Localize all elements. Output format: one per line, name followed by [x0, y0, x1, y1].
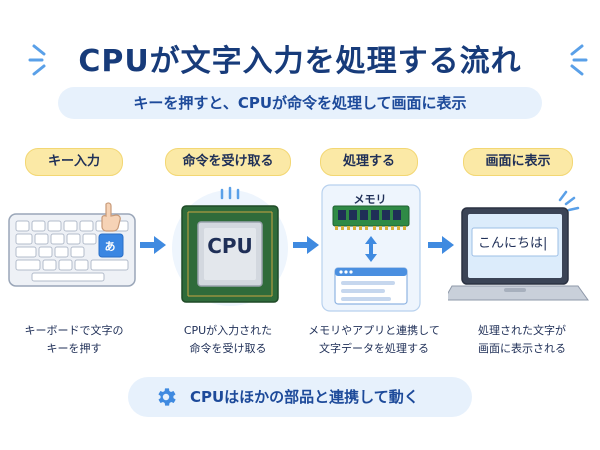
step-label-process: 処理する: [320, 148, 418, 176]
subtitle-banner: キーを押すと、CPUが命令を処理して画面に表示: [58, 87, 542, 119]
process-panel: [321, 184, 421, 312]
step-desc-key-input: キーボードで文字の キーを押す: [4, 322, 144, 358]
sparkle-left-icon: [28, 44, 46, 76]
step-label-receive-command: 命令を受け取る: [165, 148, 291, 176]
flow-arrow-1: [140, 236, 166, 254]
step-desc-receive-command: CPUが入力された 命令を受け取る: [158, 322, 298, 358]
sparkle-right-icon: [570, 44, 588, 76]
step-label-display: 画面に表示: [463, 148, 573, 176]
page-title: CPUが文字入力を処理する流れ: [78, 44, 522, 79]
step-desc-line: 命令を受け取る: [189, 342, 267, 355]
step-desc-line: キーを押す: [46, 342, 102, 355]
step-label-key-input: キー入力: [25, 148, 123, 176]
step-desc-process: メモリやアプリと連携して 文字データを処理する: [300, 322, 448, 358]
gear-icon: [158, 388, 176, 406]
step-desc-line: キーボードで文字の: [24, 324, 124, 337]
step-desc-line: 処理された文字が: [478, 324, 566, 337]
footer-text: CPUはほかの部品と連携して動く: [190, 388, 419, 406]
screen-typed-text: こんにちは|: [478, 236, 548, 251]
finger-pointer-icon: [101, 202, 121, 232]
step-desc-line: 文字データを処理する: [319, 342, 429, 355]
cpu-chip-illustration: [172, 186, 288, 306]
cpu-chip-label: CPU: [207, 234, 253, 258]
flow-arrow-2: [293, 236, 319, 254]
step-desc-line: メモリやアプリと連携して: [308, 324, 440, 337]
memory-label: メモリ: [353, 193, 387, 206]
flow-arrow-3: [428, 236, 454, 254]
keyboard-key-a: あ: [104, 240, 116, 253]
step-desc-line: 画面に表示される: [478, 342, 566, 355]
keyboard-illustration: [8, 213, 136, 287]
laptop-illustration: [448, 190, 589, 301]
step-desc-line: CPUが入力された: [183, 324, 273, 337]
step-desc-display: 処理された文字が 画面に表示される: [452, 322, 592, 358]
footer-banner: CPUはほかの部品と連携して動く: [128, 377, 472, 417]
